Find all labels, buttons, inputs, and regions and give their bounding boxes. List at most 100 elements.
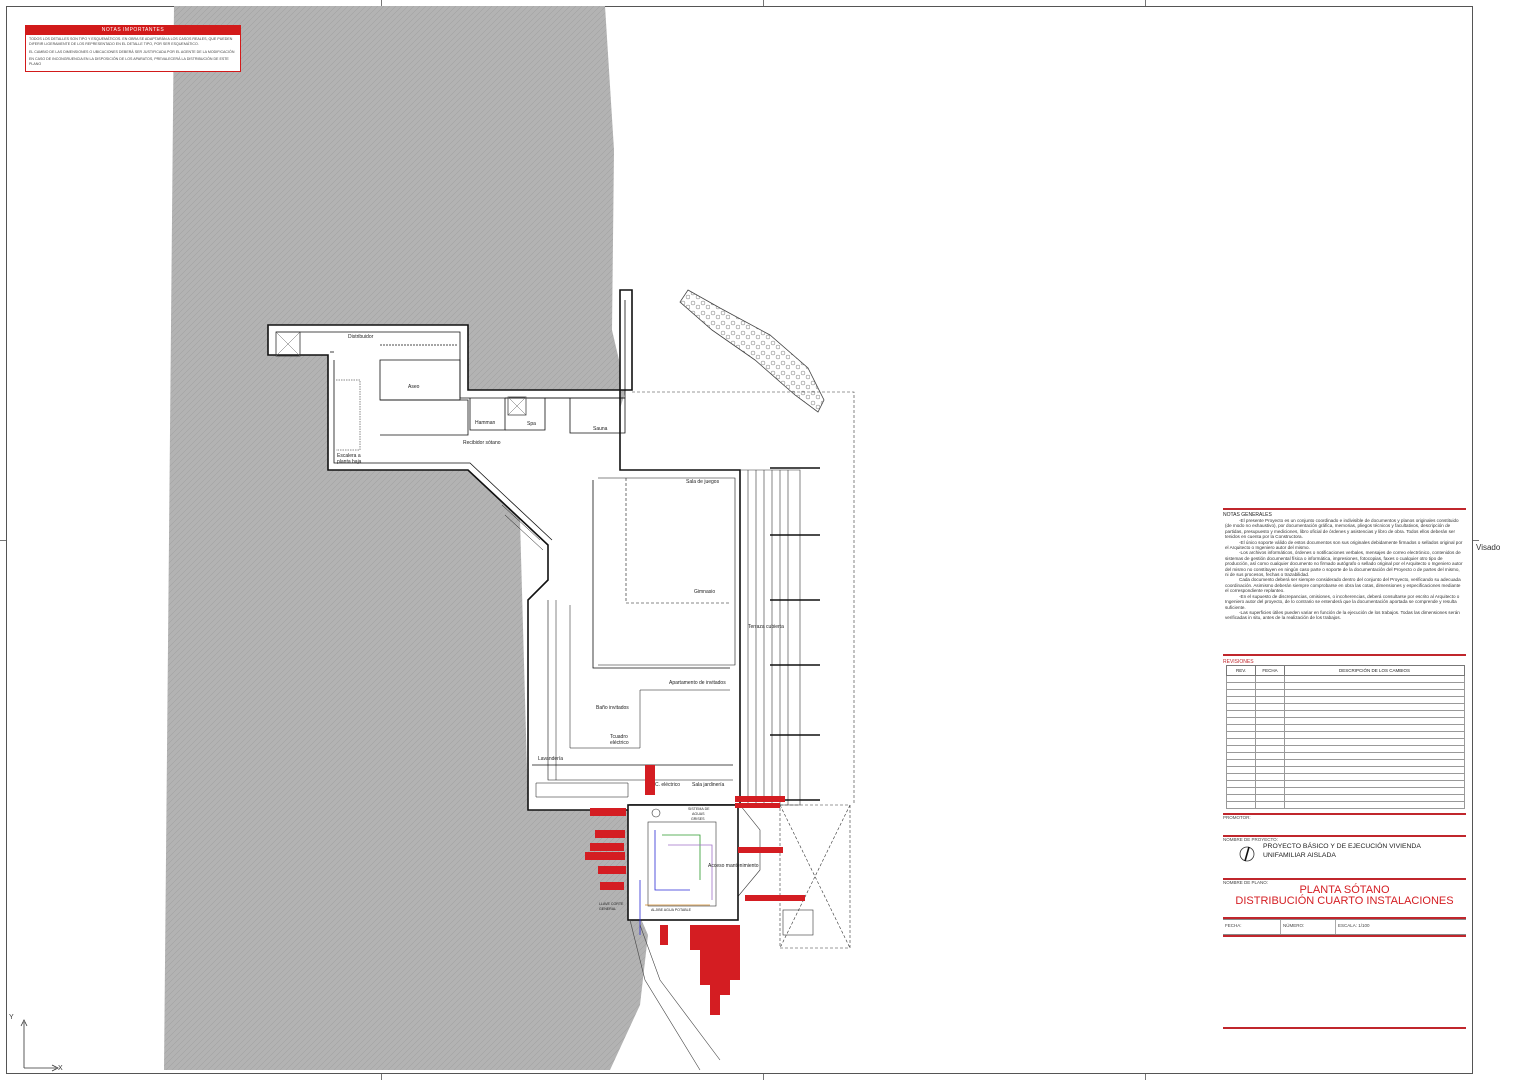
frame-tick: [1145, 0, 1146, 6]
warning-line: EN CASO DE INCONGRUENCIA EN LA DISPOSICI…: [29, 57, 229, 67]
project-name-line: UNIFAMILIAR AISLADA: [1263, 852, 1336, 859]
note-paragraph: -En el supuesto de discrepancias, omisio…: [1225, 593, 1460, 610]
frame-tick: [763, 1074, 764, 1080]
label-sistema-c: GRISES: [691, 817, 705, 821]
table-row: [1226, 773, 1465, 781]
note-paragraph: Cada documento deberá ser siempre consid…: [1225, 577, 1461, 594]
label-aljibe: ALJIBE AGUA POTABLE: [651, 908, 692, 912]
divider: [1223, 878, 1466, 880]
revisions-label: REVISIONES: [1223, 659, 1254, 665]
general-notes: -El presente Proyecto es un conjunto coo…: [1223, 518, 1466, 646]
meta-escala: ESCALA: 1/100: [1338, 923, 1370, 928]
table-row: [1226, 696, 1465, 704]
plan-title-line: DISTRIBUCIÓN CUARTO INSTALACIONES: [1235, 895, 1454, 907]
rev-header-fecha: FECHA: [1255, 665, 1285, 676]
warning-line: EL CAMBIO DE LAS DIMENSIONES O UBICACION…: [29, 49, 235, 54]
table-row: [1226, 745, 1465, 753]
axis-x-label: X: [58, 1065, 63, 1072]
frame-tick: [381, 0, 382, 6]
axis-y-label: Y: [9, 1014, 14, 1021]
terrace-structure: [632, 391, 855, 949]
label-aseo: Aseo: [408, 384, 420, 390]
project-name-line: PROYECTO BÁSICO Y DE EJECUCIÓN VIVIENDA: [1263, 843, 1421, 850]
label-sala-juegos: Sala de juegos: [686, 479, 720, 485]
frame-tick: [763, 0, 764, 6]
rev-header-descripcion: DESCRIPCIÓN DE LOS CAMBIOS: [1284, 665, 1465, 676]
label-llave-b: GENERAL: [599, 907, 616, 911]
label-lavanderia: Lavandería: [538, 756, 563, 762]
divider: [1223, 654, 1466, 656]
meta-row: FECHA: NÚMERO: ESCALA: 1/100: [1223, 919, 1466, 935]
divider: [1223, 1027, 1466, 1029]
project-name: PROYECTO BÁSICO Y DE EJECUCIÓN VIVIENDA …: [1263, 842, 1421, 860]
table-row: [1226, 689, 1465, 697]
note-paragraph: -El presente Proyecto es un conjunto coo…: [1225, 518, 1459, 540]
project-name-row: PROYECTO BÁSICO Y DE EJECUCIÓN VIVIENDA …: [1223, 842, 1466, 878]
label-llave-a: LLAVE CORTE: [599, 902, 624, 906]
frame-tick: [1145, 1074, 1146, 1080]
notes-title: NOTAS GENERALES: [1223, 512, 1272, 518]
frame-tick: [381, 1074, 382, 1080]
meta-numero: NÚMERO:: [1281, 920, 1336, 934]
note-paragraph: -Los archivos informáticos, órdenes o no…: [1225, 550, 1463, 578]
label-spa: Spa: [527, 421, 536, 427]
label-gimnasio: Gimnasio: [694, 589, 715, 595]
label-cuadro-electrico: C. eléctrico: [655, 782, 680, 788]
divider: [1223, 508, 1466, 510]
plan-name-label: NOMBRE DE PLANO:: [1223, 880, 1269, 885]
label-acceso-mantenimiento: Acceso mantenimiento: [708, 863, 759, 869]
installations-room: [627, 804, 739, 1071]
frame-tick: [0, 540, 6, 541]
rev-header-rev: REV.: [1226, 665, 1256, 676]
label-sistema-b: AGUAS: [692, 812, 705, 816]
table-row: [1226, 731, 1465, 739]
divider: [1223, 935, 1466, 937]
label-sauna: Sauna: [593, 426, 608, 432]
table-row: [1226, 738, 1465, 746]
project-name-label: NOMBRE DE PROYECTO:: [1223, 837, 1278, 842]
table-row: [1226, 675, 1465, 683]
label-distribuidor: Distribuidor: [348, 334, 374, 340]
label-sistema-a: SISTEMA DE: [688, 807, 710, 811]
label-recibidor: Recibidor sótano: [463, 440, 501, 446]
table-row: [1226, 703, 1465, 711]
table-row: [1226, 717, 1465, 725]
table-row: [1226, 682, 1465, 690]
label-sala-jardineria: Sala jardinería: [692, 782, 724, 788]
divider: [1223, 813, 1466, 815]
terrain-hatch: [164, 6, 648, 1070]
table-row: [1226, 801, 1465, 809]
note-paragraph: -El único soporte válido de estos docume…: [1225, 539, 1463, 551]
table-row: [1226, 787, 1465, 795]
revisions-table: REV. FECHA DESCRIPCIÓN DE LOS CAMBIOS: [1226, 665, 1465, 809]
divider: [1223, 835, 1466, 837]
warning-notes-box: NOTAS IMPORTANTES TODOS LOS DETALLES SON…: [25, 25, 241, 72]
label-hamman: Hamman: [475, 420, 496, 426]
promotor-label: PROMOTOR:: [1223, 815, 1251, 820]
meta-fecha: FECHA:: [1223, 920, 1281, 934]
warning-title: NOTAS IMPORTANTES: [26, 26, 240, 35]
table-row: [1226, 766, 1465, 774]
table-row: [1226, 724, 1465, 732]
installation-tags: [585, 765, 805, 1015]
axis-marker: [20, 1019, 59, 1072]
north-arrow-icon: [1239, 846, 1255, 862]
label-bano: Baño invitados: [596, 705, 629, 711]
table-row: [1226, 710, 1465, 718]
label-escalera-a: Escalera a: [337, 453, 361, 459]
divider: [1223, 917, 1466, 919]
signature-area: [1223, 937, 1466, 1027]
sheet-frame: [6, 6, 1473, 1074]
visado-label: Visado: [1476, 543, 1501, 552]
table-row: [1226, 794, 1465, 802]
warning-line: TODOS LOS DETALLES SON TIPO Y ESQUEMÁTIC…: [29, 37, 233, 46]
table-row: [1226, 780, 1465, 788]
title-block: NOTAS GENERALES -El presente Proyecto es…: [1223, 508, 1466, 1029]
label-escalera-b: planta baja: [337, 459, 362, 465]
label-tcuadro-b: eléctrico: [610, 740, 629, 746]
table-row: [1226, 759, 1465, 767]
label-tcuadro-a: Tcuadro: [610, 734, 628, 740]
frame-tick: [1473, 540, 1479, 541]
